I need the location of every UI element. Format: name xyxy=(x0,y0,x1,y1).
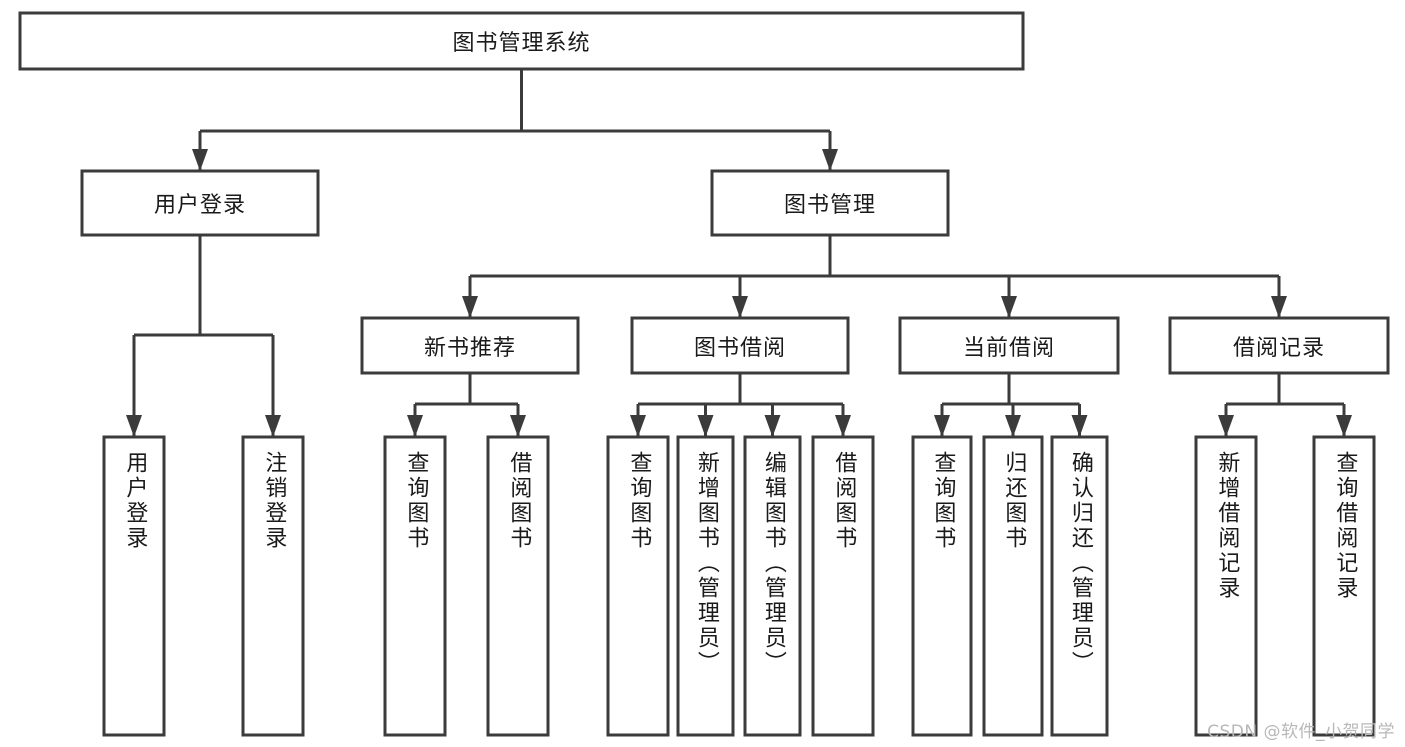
node-box-leaf-borrow-book-recommend[interactable] xyxy=(486,435,550,737)
node-box-current-borrow[interactable] xyxy=(898,316,1120,375)
node-box-leaf-confirm-return-admin[interactable] xyxy=(1050,435,1109,737)
arrow-head-leaf-query-borrow-record xyxy=(1336,415,1352,437)
arrow-head-current-borrow xyxy=(1001,296,1017,318)
node-box-leaf-query-book-current[interactable] xyxy=(911,435,973,737)
node-box-book-borrow[interactable] xyxy=(630,316,850,375)
node-box-leaf-query-book-borrow[interactable] xyxy=(606,435,670,737)
arrow-head-leaf-borrow-book-recommend xyxy=(510,415,526,437)
arrow-head-new-book-recommend xyxy=(462,296,478,318)
node-box-leaf-add-borrow-record[interactable] xyxy=(1194,435,1258,737)
arrow-head-leaf-add-borrow-record xyxy=(1218,415,1234,437)
arrow-head-leaf-return-book xyxy=(1005,415,1021,437)
arrow-head-leaf-borrow-book xyxy=(835,415,851,437)
node-box-new-book-recommend[interactable] xyxy=(360,316,580,375)
node-box-leaf-edit-book-admin[interactable] xyxy=(743,435,802,737)
arrow-head-borrow-record xyxy=(1271,296,1287,318)
arrow-head-leaf-query-book-recommend xyxy=(407,415,423,437)
node-box-root[interactable] xyxy=(18,11,1025,71)
arrow-head-book-borrow xyxy=(732,296,748,318)
node-box-leaf-return-book[interactable] xyxy=(982,435,1044,737)
node-box-leaf-logout-login[interactable] xyxy=(241,435,305,737)
arrow-head-user-login xyxy=(192,149,208,171)
node-box-user-login[interactable] xyxy=(80,169,320,237)
arrow-head-leaf-logout-login xyxy=(265,415,281,437)
arrow-head-leaf-user-login xyxy=(126,415,142,437)
node-box-borrow-record[interactable] xyxy=(1168,316,1390,375)
node-box-leaf-add-book-admin[interactable] xyxy=(676,435,735,737)
csdn-watermark: CSDN @软件_小贺同学 xyxy=(1207,722,1395,742)
node-box-leaf-query-book-recommend[interactable] xyxy=(383,435,447,737)
node-box-leaf-user-login[interactable] xyxy=(102,435,166,737)
arrow-head-leaf-query-book-borrow xyxy=(630,415,646,437)
node-box-book-manage[interactable] xyxy=(710,169,950,237)
arrow-head-leaf-query-book-current xyxy=(934,415,950,437)
arrow-head-leaf-confirm-return-admin xyxy=(1071,415,1088,437)
node-box-leaf-borrow-book[interactable] xyxy=(811,435,875,737)
arrow-head-leaf-edit-book-admin xyxy=(764,415,781,437)
connectors-layer xyxy=(126,69,1352,437)
arrow-head-book-manage xyxy=(822,149,838,171)
node-box-leaf-query-borrow-record[interactable] xyxy=(1312,435,1376,737)
arrow-head-leaf-add-book-admin xyxy=(697,415,714,437)
nodes-layer xyxy=(18,11,1390,737)
